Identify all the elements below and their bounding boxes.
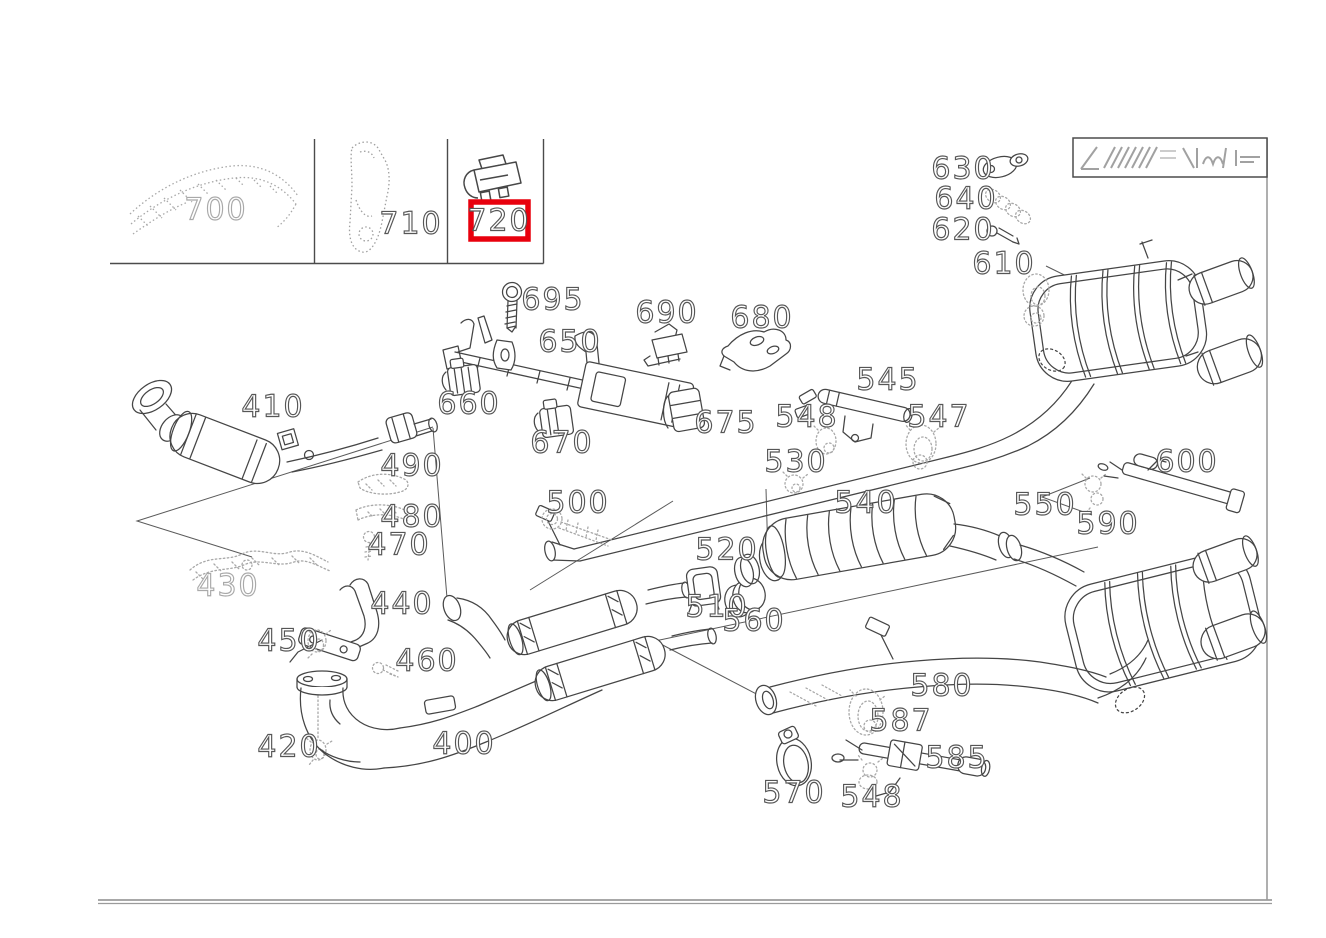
part-label-550[interactable]: 550 [1013, 487, 1076, 523]
part-label-675[interactable]: 675 [694, 405, 757, 441]
thumbnail-cell-710[interactable] [314, 139, 447, 263]
part-label-610[interactable]: 610 [972, 246, 1035, 282]
part-label-490[interactable]: 490 [380, 448, 443, 484]
part-art-585 [831, 739, 991, 797]
part-label-510[interactable]: 510 [685, 589, 748, 625]
part-label-450[interactable]: 450 [257, 623, 320, 659]
part-art-rear-pipe-upper [535, 373, 1095, 562]
brand-watermark-logo-icon [1080, 146, 1260, 170]
highlight-box-720 [468, 199, 531, 242]
part-label-470[interactable]: 470 [367, 527, 430, 563]
part-art-460 [371, 661, 399, 678]
part-label-430[interactable]: 430 [196, 568, 259, 604]
part-label-720[interactable]: 720 [467, 203, 530, 239]
part-art-548-lower [857, 754, 884, 790]
part-label-547[interactable]: 547 [907, 399, 970, 435]
part-label-670[interactable]: 670 [530, 425, 593, 461]
part-art-500 [541, 508, 613, 547]
part-label-480[interactable]: 480 [380, 499, 443, 535]
part-label-440[interactable]: 440 [370, 586, 433, 622]
part-art-670 [533, 398, 575, 439]
part-art-510 [685, 566, 722, 613]
part-art-620 [986, 225, 1020, 245]
part-label-660[interactable]: 660 [437, 386, 500, 422]
part-art-440 [289, 578, 380, 663]
part-art-570 [776, 725, 812, 787]
part-art-710 [348, 141, 390, 253]
part-art-680 [719, 328, 792, 372]
part-art-640 [984, 188, 1032, 225]
part-art-400 [296, 581, 717, 770]
part-art-690 [643, 323, 688, 367]
part-label-710[interactable]: 710 [379, 206, 442, 242]
part-art-700 [129, 164, 299, 235]
part-label-420[interactable]: 420 [257, 729, 320, 765]
part-art-630 [982, 153, 1029, 179]
part-art-600 [1097, 453, 1246, 514]
part-art-548-upper [812, 424, 837, 455]
part-label-548-lower[interactable]: 548 [840, 779, 903, 815]
part-art-rear-muffler-upper [1029, 239, 1264, 386]
part-label-580[interactable]: 580 [910, 668, 973, 704]
brand-box [1072, 137, 1268, 178]
part-label-500[interactable]: 500 [546, 485, 609, 521]
part-art-587 [848, 688, 887, 736]
part-art-520 [733, 553, 761, 588]
part-label-600[interactable]: 600 [1155, 444, 1218, 480]
part-label-587[interactable]: 587 [869, 703, 932, 739]
part-labels-layer: 700 710 720 695 650 690 680 660 670 675 410 545 548 5… [184, 151, 1218, 815]
part-art-545 [794, 388, 913, 443]
part-art-430 [189, 550, 331, 581]
part-art-410 [131, 379, 438, 485]
part-label-520[interactable]: 520 [695, 532, 758, 568]
part-art-547 [904, 423, 941, 470]
part-label-590[interactable]: 590 [1076, 506, 1139, 542]
part-label-620[interactable]: 620 [931, 212, 994, 248]
part-label-680[interactable]: 680 [730, 300, 793, 336]
part-art-540 [758, 493, 1001, 582]
part-art-580 [754, 616, 1107, 716]
part-label-530[interactable]: 530 [764, 444, 827, 480]
part-label-540[interactable]: 540 [834, 485, 897, 521]
part-art-660 [441, 357, 481, 397]
part-art-490-480-470 [355, 473, 409, 561]
part-label-460[interactable]: 460 [395, 643, 458, 679]
part-label-545[interactable]: 545 [856, 362, 919, 398]
content-frame [98, 138, 1272, 905]
part-label-630[interactable]: 630 [931, 151, 994, 187]
part-label-640[interactable]: 640 [934, 181, 997, 217]
part-art-675 [662, 387, 706, 433]
part-label-690[interactable]: 690 [635, 295, 698, 331]
part-art-530 [781, 470, 809, 494]
part-art-590 [1080, 472, 1107, 514]
part-label-548-upper[interactable]: 548 [775, 399, 838, 435]
part-label-400[interactable]: 400 [432, 726, 495, 762]
part-label-570[interactable]: 570 [762, 775, 825, 811]
part-label-695[interactable]: 695 [521, 282, 584, 318]
part-art-550 [997, 531, 1085, 587]
part-art-650 [442, 281, 695, 429]
part-label-585[interactable]: 585 [925, 740, 988, 776]
part-label-410[interactable]: 410 [241, 389, 304, 425]
part-art-610 [1022, 273, 1050, 327]
part-art-rear-muffler-lower [1064, 535, 1268, 714]
thumbnail-grid-frame [110, 139, 545, 265]
part-label-700[interactable]: 700 [184, 192, 247, 228]
part-art-450 [304, 626, 332, 660]
part-label-560[interactable]: 560 [722, 603, 785, 639]
part-label-650[interactable]: 650 [538, 324, 601, 360]
